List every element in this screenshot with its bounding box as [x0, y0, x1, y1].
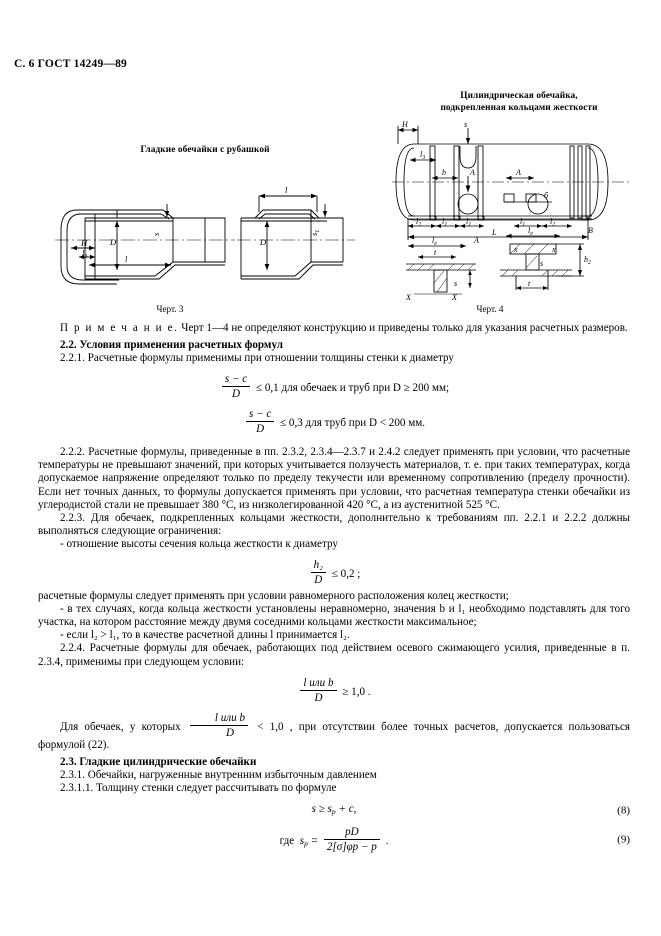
svg-text:D: D — [259, 237, 267, 247]
svg-text:lе: lе — [528, 226, 533, 237]
svg-text:l2: l2 — [550, 217, 555, 228]
note-paragraph: П р и м е ч а н и е. Черт 1—4 не определ… — [38, 322, 630, 335]
formula-3-denominator: D — [314, 574, 323, 587]
figure-4-title-line2: подкрепленная кольцами жесткости — [440, 103, 598, 113]
paragraph-formula-22-reference: Для обечаек, у которых l или b D < 1,0 ,… — [38, 712, 630, 752]
svg-text:X: X — [451, 293, 458, 302]
svg-text:s: s — [454, 279, 457, 288]
formula-4-fraction: l или b D — [300, 677, 337, 704]
svg-text:A: A — [515, 168, 521, 177]
svg-text:t: t — [528, 279, 531, 288]
svg-text:h2: h2 — [584, 255, 591, 266]
clause-2-2-2: 2.2.2. Расчетные формулы, приведенные в … — [38, 446, 630, 511]
formula-9-lead: где — [279, 835, 295, 848]
formula-3-numerator: h₂ — [310, 559, 327, 574]
figure-3-caption: Черт. 3 — [156, 304, 184, 314]
svg-text:s: s — [464, 120, 467, 129]
page-header: С. 6 ГОСТ 14249—89 — [14, 58, 127, 70]
svg-text:x: x — [513, 245, 518, 254]
document-body: П р и м е ч а н и е. Черт 1—4 не определ… — [38, 322, 630, 853]
section-2-3-title: 2.3. Гладкие цилиндрические обечайки — [60, 755, 257, 768]
formula-8-number: (8) — [617, 804, 630, 817]
formula-9-number: (9) — [617, 833, 630, 846]
svg-text:D: D — [109, 237, 117, 247]
formula-1: s − c D ≤ 0,1 для обечаек и труб при D ≥… — [38, 373, 630, 400]
svg-text:l1: l1 — [466, 217, 471, 228]
svg-text:l: l — [285, 185, 288, 195]
formula-1-numerator: s − c — [221, 373, 251, 388]
figure-4-title: Цилиндрическая обечайка, подкрепленная к… — [378, 90, 660, 114]
clause-2-2-3: 2.2.3. Для обечаек, подкрепленных кольца… — [38, 511, 630, 537]
svg-text:b: b — [442, 168, 446, 177]
formula-5-fraction: l или b D — [189, 712, 249, 739]
formula-4-numerator: l или b — [300, 677, 337, 691]
figure-4-caption: Черт. 4 — [476, 304, 504, 314]
formula-9-numerator: pD — [323, 826, 380, 841]
figures-region: Гладкие обечайки с рубашкой — [0, 82, 661, 317]
svg-text:B: B — [588, 226, 593, 235]
svg-text:l3: l3 — [420, 150, 425, 161]
svg-text:s: s — [540, 259, 543, 268]
svg-text:A: A — [473, 236, 479, 245]
formula-9-lhs: sр = — [296, 835, 319, 849]
svg-text:L: L — [491, 228, 497, 237]
section-2-2-title: 2.2. Условия применения расчетных формул — [60, 339, 283, 352]
svg-text:H: H — [401, 120, 409, 129]
formula-4: l или b D ≥ 1,0 . — [38, 677, 630, 704]
clause-2-2-1: 2.2.1. Расчетные формулы применимы при о… — [60, 352, 454, 365]
svg-text:s1: s1 — [309, 230, 321, 236]
formula-9: где sр = pD 2[σ]φp − p . (9) — [38, 826, 630, 853]
formula-8: s ≥ sр + c, (8) — [38, 803, 630, 818]
svg-text:H: H — [80, 238, 88, 248]
formula-9-expression: где sр = pD 2[σ]φp − p . — [279, 826, 389, 853]
svg-text:s: s — [151, 232, 161, 236]
formula-5-denominator: D — [225, 726, 234, 739]
paragraph-22-lead: Для обечаек, у которых — [60, 720, 181, 733]
clause-2-2-3-dash-2: - в тех случаях, когда кольца жесткости … — [38, 603, 630, 629]
figure-3-drawing: D H l3 l D l s s1 — [55, 166, 355, 306]
formula-3: h₂ D ≤ 0,2 ; — [38, 559, 630, 586]
formula-1-tail: ≤ 0,1 для обечаек и труб при D ≥ 200 мм; — [255, 382, 450, 395]
formula-4-tail: ≥ 1,0 . — [342, 685, 371, 698]
svg-text:A: A — [469, 168, 475, 177]
formula-2-denominator: D — [256, 423, 265, 436]
paragraph-after-formula-3: расчетные формулы следует применять при … — [38, 590, 509, 603]
svg-text:x: x — [551, 245, 556, 254]
clause-2-3-1: 2.3.1. Обечайки, нагруженные внутренним … — [60, 768, 377, 781]
svg-text:X: X — [405, 293, 412, 302]
formula-3-fraction: h₂ D — [310, 559, 327, 587]
svg-text:l1: l1 — [520, 217, 525, 228]
formula-2-numerator: s − c — [245, 408, 275, 423]
figure-4-title-line1: Цилиндрическая обечайка, — [460, 91, 578, 101]
svg-text:б: б — [544, 191, 549, 200]
svg-text:l3: l3 — [82, 248, 87, 260]
figure-4-drawing: H s l3 b A . A б l2 l1 l1 l1 l2 L lе A l — [392, 120, 658, 307]
svg-text:l: l — [125, 254, 128, 264]
formula-2-fraction: s − c D — [245, 408, 275, 436]
formula-2: s − c D ≤ 0,3 для труб при D < 200 мм. — [38, 408, 630, 435]
clause-2-2-3-dash-3: - если l₂ > l₁, то в качестве расчетной … — [60, 629, 350, 642]
note-label: П р и м е ч а н и е. — [60, 322, 179, 334]
clause-2-3-1-1: 2.3.1.1. Толщину стенки следует рассчиты… — [60, 781, 337, 794]
figure-3-title: Гладкие обечайки с рубашкой — [140, 145, 270, 155]
formula-8-body: s ≥ sр + c, — [311, 802, 357, 817]
svg-text:lе: lе — [432, 236, 437, 247]
formula-2-tail: ≤ 0,3 для труб при D < 200 мм. — [280, 417, 426, 430]
paragraph-22-tail: < 1,0 , при отсутствии более точных расч… — [38, 720, 630, 751]
svg-text:t: t — [434, 248, 437, 257]
clause-2-2-4: 2.2.4. Расчетные формулы для обечаек, ра… — [38, 642, 630, 668]
formula-3-tail: ≤ 0,2 ; — [331, 567, 361, 580]
formula-1-fraction: s − c D — [221, 373, 251, 401]
formula-4-denominator: D — [314, 691, 323, 704]
formula-9-tail: . — [385, 835, 389, 848]
svg-text:l1: l1 — [442, 217, 447, 228]
clause-2-2-3-dash-1: - отношение высоты сечения кольца жестко… — [60, 537, 338, 550]
note-text: Черт 1—4 не определяют конструкцию и при… — [178, 322, 628, 334]
formula-1-denominator: D — [232, 388, 241, 401]
svg-text:l2: l2 — [416, 217, 421, 228]
formula-5-numerator: l или b — [189, 712, 249, 726]
formula-9-fraction: pD 2[σ]φp − p — [323, 826, 380, 854]
formula-9-denominator: 2[σ]φp − p — [326, 841, 377, 854]
